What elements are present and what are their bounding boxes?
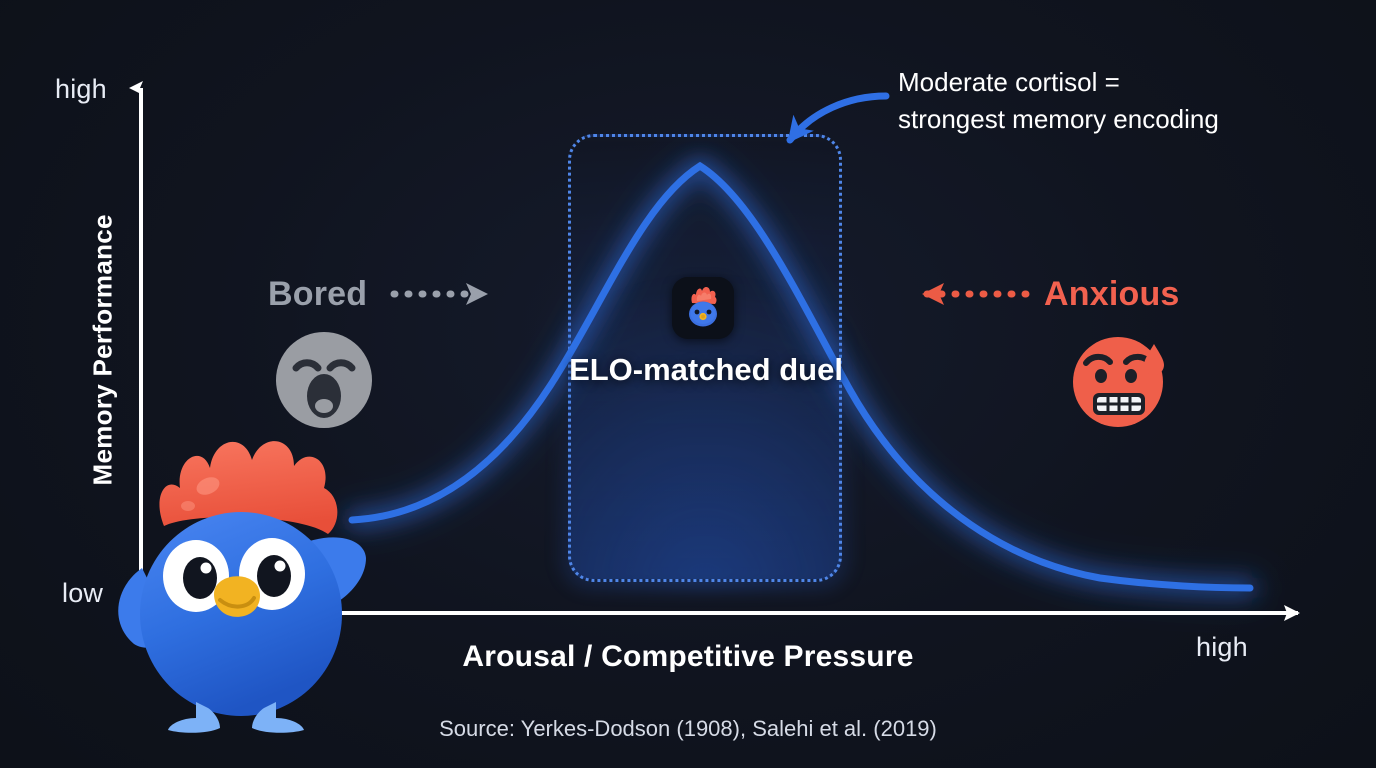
anxious-face-with-sweat-emoji	[1068, 330, 1168, 430]
annotation-text: Moderate cortisol = strongest memory enc…	[898, 67, 1219, 134]
x-axis-high-label: high	[1196, 632, 1248, 662]
highlight-zone-label: ELO-matched duel	[569, 352, 843, 387]
bird-mascot-artwork	[118, 441, 366, 733]
app-icon-artwork	[672, 277, 734, 339]
anxious-label: Anxious	[1044, 275, 1180, 313]
source-citation: Source: Yerkes-Dodson (1908), Salehi et …	[439, 716, 937, 741]
y-axis-low-label: low	[62, 578, 104, 608]
yawning-face-artwork	[276, 332, 372, 428]
y-axis-high-label: high	[55, 74, 107, 104]
y-axis-title: Memory Performance	[87, 214, 118, 486]
anxious-face-artwork	[1073, 337, 1164, 427]
bird-mascot	[104, 418, 378, 738]
yawning-face-emoji	[274, 330, 374, 430]
x-axis-title: Arousal / Competitive Pressure	[462, 640, 914, 673]
bored-label: Bored	[268, 275, 368, 313]
app-icon-bird-flame[interactable]	[672, 277, 734, 339]
